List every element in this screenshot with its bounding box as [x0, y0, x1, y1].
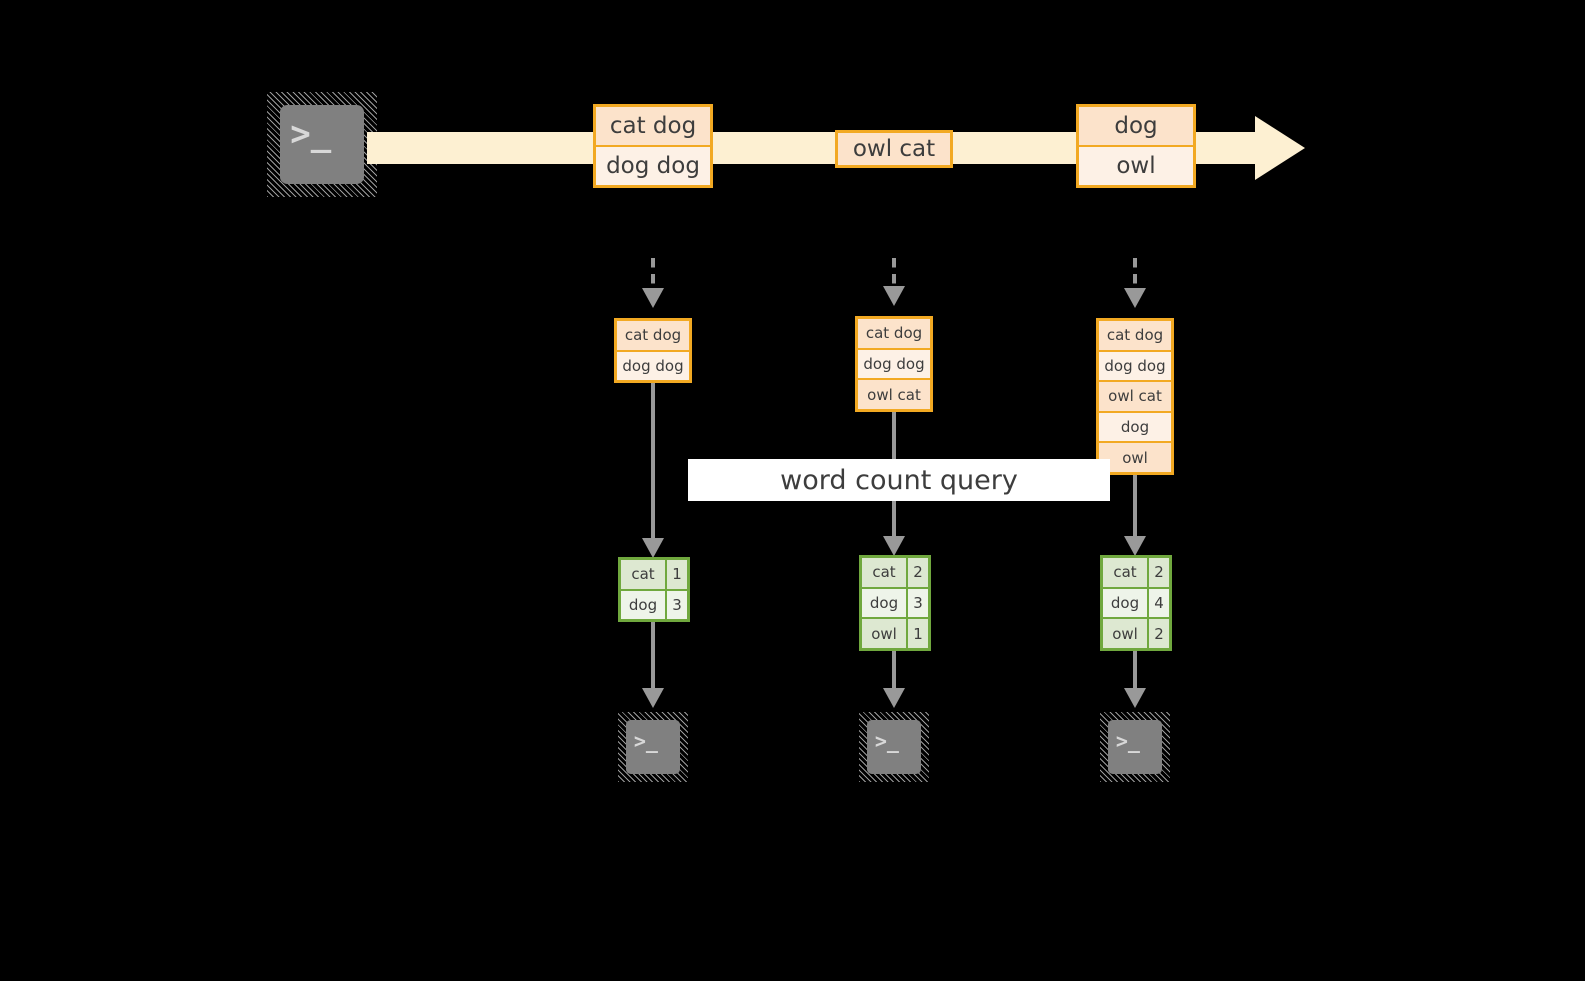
- result-count: 1: [665, 560, 687, 589]
- word-count-result-table: cat 1 dog 3: [618, 557, 690, 622]
- snapshot-row: dog dog: [1099, 349, 1171, 381]
- snapshot-to-result-arrowhead: [1124, 536, 1146, 556]
- stream-event-line: dog: [1079, 107, 1193, 145]
- result-word: dog: [862, 588, 906, 618]
- result-count: 3: [665, 590, 687, 619]
- result-to-sink-connector: [892, 651, 896, 688]
- stream-event-box: cat dog dog dog: [593, 104, 713, 188]
- terminal-prompt-glyph: >_: [290, 114, 332, 155]
- result-word: dog: [621, 590, 665, 619]
- stream-to-snapshot-connector: [1133, 258, 1137, 288]
- stream-event-line: owl cat: [838, 133, 950, 165]
- result-row: dog 4: [1103, 586, 1169, 618]
- result-to-sink-connector: [1133, 651, 1137, 688]
- stream-to-snapshot-arrowhead: [642, 288, 664, 308]
- result-row: owl 2: [1103, 617, 1169, 649]
- snapshot-to-result-arrowhead: [642, 538, 664, 558]
- snapshot-row: dog dog: [858, 347, 930, 379]
- stream-event-box: owl cat: [835, 130, 953, 168]
- result-row: cat 2: [862, 558, 928, 587]
- result-word: cat: [1103, 558, 1147, 587]
- snapshot-row: owl cat: [1099, 380, 1171, 411]
- terminal-screen: >_: [867, 720, 921, 774]
- result-row: dog 3: [862, 586, 928, 618]
- result-to-sink-arrowhead: [1124, 688, 1146, 708]
- event-stream-arrowhead: [1255, 116, 1305, 180]
- result-count: 3: [906, 588, 928, 618]
- word-count-result-table: cat 2 dog 4 owl 2: [1100, 555, 1172, 651]
- stream-event-line: dog dog: [596, 145, 710, 185]
- stream-to-snapshot-arrowhead: [1124, 288, 1146, 308]
- stream-event-line: owl: [1079, 145, 1193, 185]
- result-word: cat: [862, 558, 906, 587]
- query-label-text: word count query: [780, 464, 1018, 496]
- result-row: owl 1: [862, 617, 928, 649]
- word-count-result-table: cat 2 dog 3 owl 1: [859, 555, 931, 651]
- snapshot-row: cat dog: [617, 321, 689, 350]
- result-count: 2: [1147, 558, 1169, 587]
- stream-to-snapshot-connector: [651, 258, 655, 288]
- result-count: 2: [1147, 619, 1169, 649]
- snapshot-table: cat dog dog dog: [614, 318, 692, 383]
- result-to-sink-connector: [651, 622, 655, 688]
- sink-terminal-icon: >_: [1100, 712, 1170, 782]
- snapshot-row: cat dog: [1099, 321, 1171, 350]
- result-word: cat: [621, 560, 665, 589]
- terminal-prompt-glyph: >_: [633, 729, 658, 754]
- source-terminal-icon: >_: [267, 92, 377, 197]
- terminal-screen: >_: [626, 720, 680, 774]
- snapshot-to-result-connector: [1133, 475, 1137, 536]
- snapshot-row: dog dog: [617, 349, 689, 380]
- result-word: dog: [1103, 588, 1147, 618]
- result-row: dog 3: [621, 588, 687, 619]
- snapshot-row: owl cat: [858, 378, 930, 410]
- stream-event-line: cat dog: [596, 107, 710, 145]
- query-label-band: word count query: [688, 459, 1110, 501]
- sink-terminal-icon: >_: [859, 712, 929, 782]
- result-count: 4: [1147, 588, 1169, 618]
- snapshot-row: cat dog: [858, 319, 930, 348]
- stream-to-snapshot-connector: [892, 258, 896, 286]
- stream-event-box: dog owl: [1076, 104, 1196, 188]
- result-count: 1: [906, 619, 928, 649]
- terminal-screen: >_: [280, 104, 364, 185]
- result-word: owl: [862, 619, 906, 649]
- result-row: cat 2: [1103, 558, 1169, 587]
- snapshot-table: cat dog dog dog owl cat: [855, 316, 933, 412]
- result-count: 2: [906, 558, 928, 587]
- result-to-sink-arrowhead: [883, 688, 905, 708]
- terminal-prompt-glyph: >_: [874, 729, 899, 754]
- snapshot-row: owl: [1099, 441, 1171, 472]
- snapshot-row: dog: [1099, 410, 1171, 442]
- snapshot-table: cat dog dog dog owl cat dog owl: [1096, 318, 1174, 475]
- snapshot-to-result-connector: [651, 383, 655, 538]
- stream-to-snapshot-arrowhead: [883, 286, 905, 306]
- result-to-sink-arrowhead: [642, 688, 664, 708]
- result-word: owl: [1103, 619, 1147, 649]
- snapshot-to-result-arrowhead: [883, 536, 905, 556]
- sink-terminal-icon: >_: [618, 712, 688, 782]
- terminal-screen: >_: [1108, 720, 1162, 774]
- result-row: cat 1: [621, 560, 687, 589]
- terminal-prompt-glyph: >_: [1115, 729, 1140, 754]
